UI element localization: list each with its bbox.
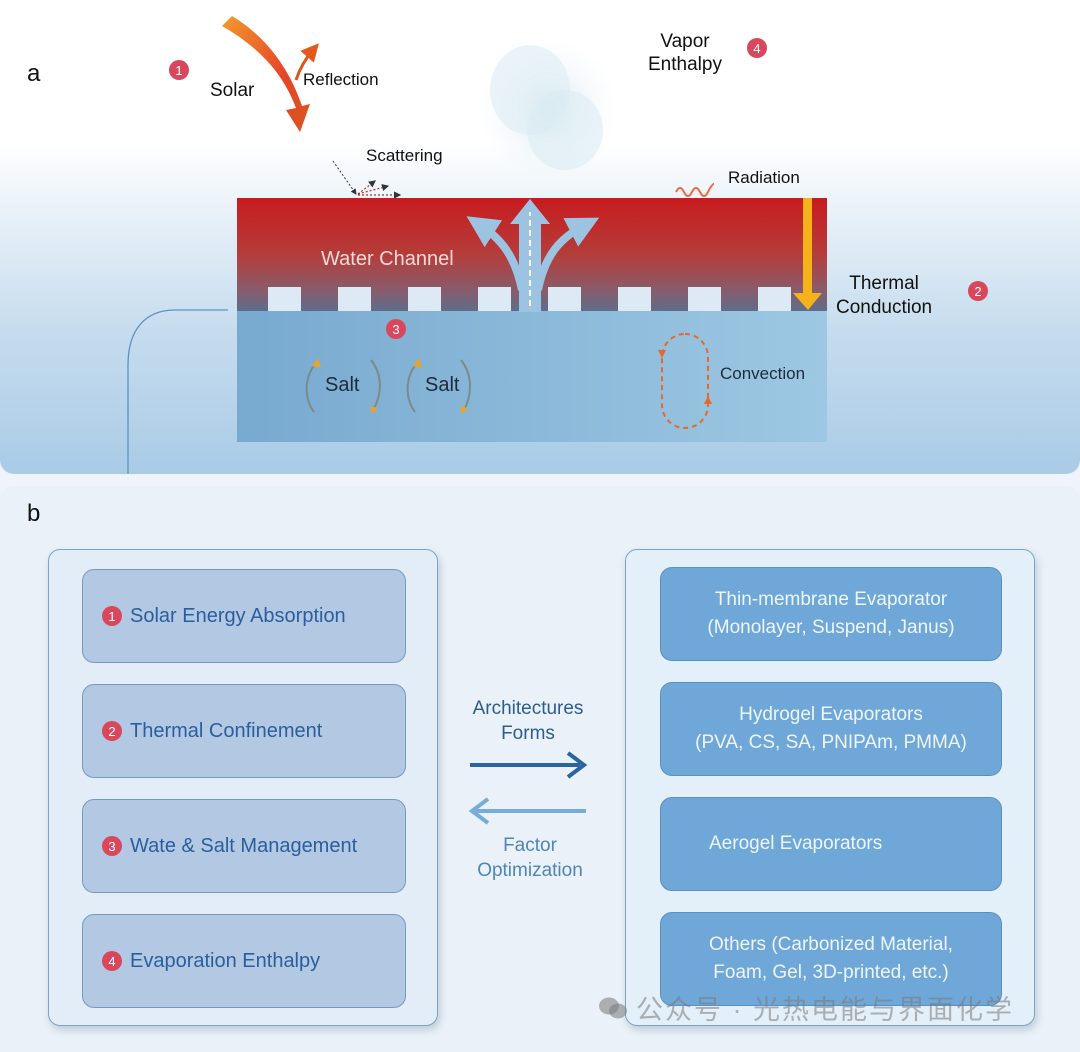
arrow-right-icon	[470, 751, 588, 779]
backward-line1: Factor	[503, 835, 557, 856]
backward-line2: Optimization	[477, 860, 583, 881]
architectures-forms-label: Architectures Forms	[458, 696, 598, 746]
device-arrows	[127, 198, 822, 474]
arch-line1: Thin-membrane Evaporator	[714, 589, 948, 610]
connector-line	[127, 309, 228, 474]
bidirectional-arrows	[468, 751, 588, 825]
vapor-cloud-icon	[478, 38, 618, 182]
badge-2: 2	[102, 721, 122, 741]
badge-1: 1	[169, 60, 189, 80]
factor-label: Wate & Salt Management	[130, 834, 358, 857]
water-channel-label: Water Channel	[321, 248, 454, 270]
factor-thermal-confinement: 2 Thermal Confinement	[82, 684, 406, 778]
arch-aerogel: Aerogel Evaporators	[660, 797, 1002, 891]
factor-water-salt-management: 3 Wate & Salt Management	[82, 799, 406, 893]
arch-line2: Foam, Gel, 3D-printed, etc.)	[713, 962, 949, 983]
arch-line2: (Monolayer, Suspend, Janus)	[707, 617, 955, 638]
factor-label: Thermal Confinement	[130, 719, 323, 742]
badge-4: 4	[747, 38, 767, 58]
bulk-water-layer	[237, 311, 827, 442]
badge-3: 3	[386, 319, 406, 339]
scattering-icon	[332, 160, 402, 199]
factor-optimization-label: Factor Optimization	[460, 833, 600, 883]
salt-circulation-icon	[305, 359, 471, 413]
watermark-text: 公众号 · 光热电能与界面化学	[636, 995, 1014, 1025]
factor-evaporation-enthalpy: 4 Evaporation Enthalpy	[82, 914, 406, 1008]
radiation-label: Radiation	[728, 168, 800, 187]
vapor-flow-arrows-icon	[466, 199, 600, 312]
thermal-conduction-label: Thermal Conduction	[836, 272, 932, 320]
salt-label-1: Salt	[325, 374, 360, 396]
solar-label: Solar	[210, 80, 255, 101]
arch-line1: Hydrogel Evaporators	[739, 704, 923, 725]
arch-others: Others (Carbonized Material, Foam, Gel, …	[660, 912, 1002, 1006]
arch-line2: (PVA, CS, SA, PNIPAm, PMMA)	[695, 732, 967, 753]
convection-label: Convection	[720, 364, 806, 383]
arrow-left-icon	[468, 797, 586, 825]
scattering-label: Scattering	[366, 146, 443, 165]
radiation-wave-icon	[675, 183, 715, 197]
panel-a-letter: a	[27, 60, 41, 87]
reflection-label: Reflection	[303, 70, 379, 89]
badge-2: 2	[968, 281, 988, 301]
watermark: 公众号 · 光热电能与界面化学	[598, 988, 1014, 1027]
panel-b-letter: b	[27, 500, 41, 527]
salt-label-2: Salt	[425, 374, 460, 396]
reflection-arrow-icon	[294, 43, 319, 81]
arch-thin-membrane: Thin-membrane Evaporator (Monolayer, Sus…	[660, 567, 1002, 661]
convection-loop-icon	[658, 333, 712, 429]
forward-line1: Architectures	[472, 698, 584, 719]
badge-3: 3	[102, 836, 122, 856]
thermal-line1: Thermal	[849, 273, 919, 294]
thermal-line2: Conduction	[836, 297, 933, 318]
badge-4: 4	[102, 951, 122, 971]
arch-hydrogel: Hydrogel Evaporators (PVA, CS, SA, PNIPA…	[660, 682, 1002, 776]
vapor-line1: Vapor	[660, 31, 710, 52]
solar-arrow-icon	[222, 16, 310, 132]
badge-1: 1	[102, 606, 122, 626]
thermal-conduction-arrow-icon	[793, 198, 822, 310]
panel-a-illustration	[222, 16, 715, 199]
wechat-icon	[599, 997, 627, 1018]
vapor-enthalpy-label: Vapor Enthalpy	[648, 30, 722, 76]
forward-line2: Forms	[501, 723, 555, 744]
factor-label: Solar Energy Absorption	[130, 604, 346, 627]
factor-solar-energy-absorption: 1 Solar Energy Absorption	[82, 569, 406, 663]
factor-label: Evaporation Enthalpy	[130, 949, 321, 972]
vapor-line2: Enthalpy	[648, 54, 722, 75]
arch-line1: Aerogel Evaporators	[709, 833, 883, 854]
arch-line1: Others (Carbonized Material,	[709, 934, 953, 955]
